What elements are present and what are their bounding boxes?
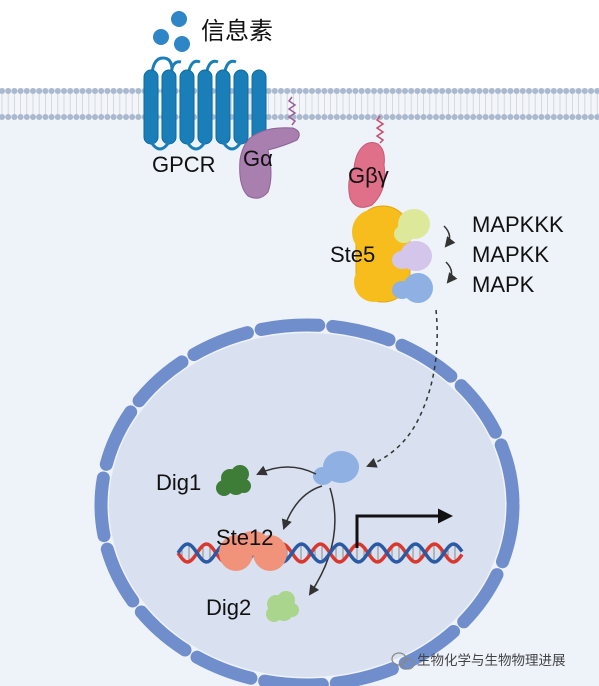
ste12-label: Ste12 (216, 525, 274, 550)
g-beta-gamma-protein (348, 115, 386, 208)
nuclear-mapk (313, 451, 359, 485)
mapk-label: MAPK (472, 272, 535, 297)
mapkkk-label: MAPKKK (472, 212, 564, 237)
gpcr-receptor (143, 56, 267, 151)
mapkk-label: MAPKK (472, 242, 549, 267)
watermark-text: 生物化学与生物物理进展 (417, 653, 566, 669)
gpcr-label: GPCR (152, 152, 216, 177)
transcription-start-arrow (355, 508, 453, 548)
dig1-label: Dig1 (156, 470, 201, 495)
g-alpha-protein (239, 96, 300, 199)
dig2-label: Dig2 (206, 595, 251, 620)
cascade-arrows (443, 225, 458, 284)
dig2-protein (266, 591, 299, 622)
wechat-icon (391, 652, 415, 670)
ste5-label: Ste5 (330, 242, 375, 267)
watermark: 生物化学与生物物理进展 (391, 652, 566, 670)
mapk-kinase (392, 273, 433, 303)
plasma-membrane (0, 88, 599, 120)
mapkk-kinase (392, 241, 432, 271)
g-alpha-label: Gα (243, 146, 273, 171)
mapkkk-kinase (394, 209, 430, 243)
g-beta-gamma-label: Gβγ (348, 163, 389, 188)
pheromone-label: 信息素 (201, 17, 273, 45)
pheromone-molecules (153, 11, 190, 52)
ste12-protein (219, 531, 287, 571)
nucleus (94, 318, 520, 686)
phosphorylation-arrows (256, 465, 336, 596)
translocation-arrow (366, 309, 438, 468)
dig1-protein (216, 465, 251, 496)
